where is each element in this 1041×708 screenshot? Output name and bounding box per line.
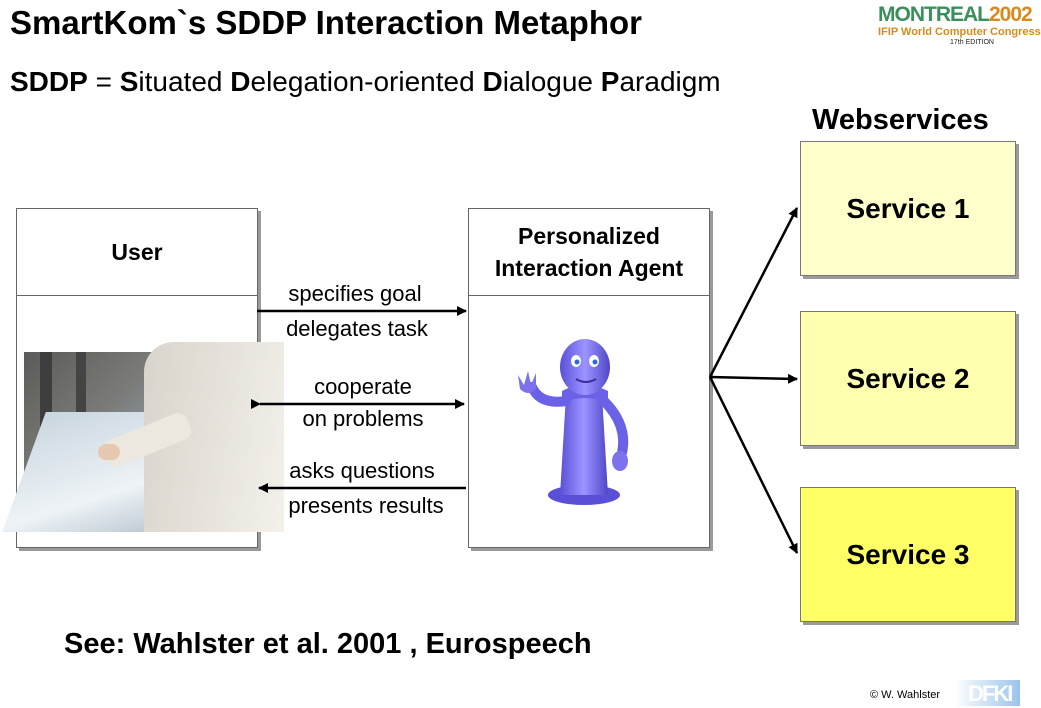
subtitle-w1-rest: ituated	[138, 66, 231, 97]
subtitle-w2-initial: D	[230, 66, 251, 97]
logo-name-part2: 2002	[989, 3, 1033, 26]
reference-text: See: Wahlster et al. 2001 , Eurospeech	[64, 628, 592, 660]
arrow-to-service-1	[708, 207, 799, 378]
user-box-title: User	[17, 209, 257, 296]
subtitle-w4-rest: aradigm	[619, 66, 721, 97]
service-2-box: Service 2	[800, 311, 1016, 446]
photo-hand	[98, 444, 120, 460]
agent-title-line1: Personalized	[518, 223, 660, 249]
agent-title-line2: Interaction Agent	[494, 255, 684, 281]
label-on-problems: on problems	[302, 406, 424, 431]
slide-title: SmartKom`s SDDP Interaction Metaphor	[10, 4, 642, 41]
subtitle-w4-initial: P	[600, 66, 620, 97]
label-asks-questions: asks questions	[289, 458, 435, 483]
label-specifies-goal: specifies goal	[288, 281, 422, 306]
subtitle-w3-rest: ialogue	[502, 66, 601, 97]
photo-strut	[76, 352, 86, 422]
slide-subtitle: SDDP = Situated Delegation-oriented Dial…	[10, 66, 721, 98]
logo-line1: MONTREAL2002	[878, 3, 1033, 26]
dfki-logo-text: DFKI	[968, 681, 1013, 706]
subtitle-w2-rest: elegation-oriented	[250, 66, 483, 97]
arrow-to-service-3	[708, 376, 799, 554]
service-1-box: Service 1	[800, 141, 1016, 276]
subtitle-w1-initial: S	[119, 66, 139, 97]
copyright-text: © W. Wahlster	[870, 689, 941, 701]
subtitle-eq: =	[87, 66, 120, 97]
logo-line2: IFIP World Computer Congress	[878, 26, 1041, 38]
subtitle-abbr: SDDP	[10, 66, 88, 97]
label-delegates-task: delegates task	[286, 316, 428, 341]
logo-line3: 17th EDITION	[950, 39, 994, 46]
agent-box-title: Personalized Interaction Agent	[469, 209, 709, 296]
dfki-logo: DFKI	[954, 680, 1020, 706]
label-cooperate: cooperate	[314, 374, 412, 399]
arrow-to-service-2	[709, 373, 798, 384]
label-presents-results: presents results	[288, 493, 444, 518]
agent-character-icon	[518, 339, 629, 505]
montreal-2002-logo: MONTREAL2002 IFIP World Computer Congres…	[878, 3, 1041, 50]
webservices-label: Webservices	[812, 104, 989, 136]
logo-name-part1: MONTREAL	[878, 3, 990, 26]
subtitle-w3-initial: D	[482, 66, 503, 97]
user-photo	[2, 342, 284, 532]
service-3-box: Service 3	[800, 487, 1016, 622]
